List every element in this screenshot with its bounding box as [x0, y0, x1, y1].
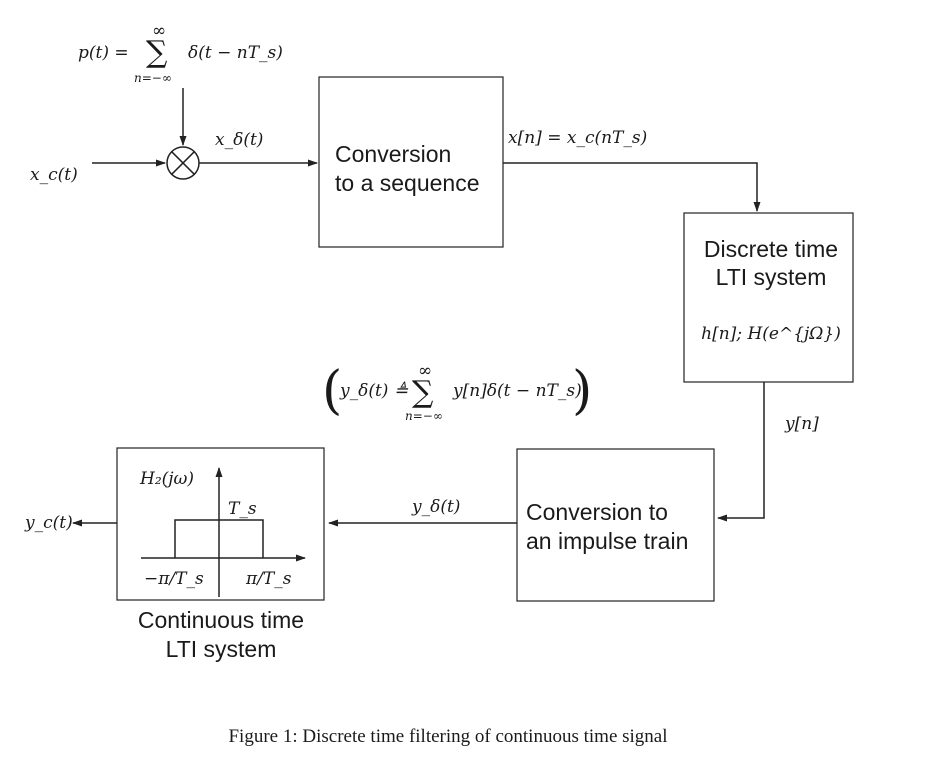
x-delta-label: x_δ(t)	[215, 130, 263, 150]
conversion-to-impulse-block	[516, 448, 715, 602]
conversion-to-sequence-block	[318, 76, 504, 248]
sum-upper-2: ∞	[418, 361, 432, 381]
sum-sign-2: ∑	[412, 375, 434, 410]
continuous-lti-line1: Continuous time	[138, 607, 304, 633]
height-label: T_s	[228, 499, 257, 519]
y-n-arrow	[717, 382, 765, 522]
discrete-lti-line1: Discrete time	[704, 236, 838, 262]
discrete-lti-response: h[n]; H(e^{jΩ})	[701, 324, 841, 344]
sum-upper: ∞	[152, 21, 166, 41]
y-delta-definition: ( y_δ(t) ≜ ∑ ∞ n=−∞ y[n]δ(t − nT_s) )	[322, 361, 592, 423]
continuous-lti-line2: LTI system	[166, 636, 277, 662]
output-signal-label: y_c(t)	[24, 513, 73, 533]
y-n-label: y[n]	[784, 414, 819, 434]
x-n-label: x[n] = x_c(nT_s)	[508, 128, 647, 148]
p-t-term: δ(t − nT_s)	[188, 43, 283, 63]
y-delta-def-lhs-text: y_δ(t) ≜	[339, 381, 409, 401]
pos-cutoff-label: π/T_s	[245, 569, 292, 589]
conversion-impulse-line2: an impulse train	[526, 528, 688, 554]
lowpass-response	[174, 519, 264, 558]
y-delta-label: y_δ(t)	[411, 497, 460, 517]
sum-lower: n=−∞	[134, 71, 172, 85]
frequency-response-plot: H₂(jω) T_s −π/T_s π/T_s	[139, 467, 306, 597]
conversion-impulse-line1: Conversion to	[526, 499, 668, 525]
neg-cutoff-label: −π/T_s	[144, 569, 204, 589]
discrete-lti-block	[683, 212, 854, 383]
x-n-arrow	[503, 162, 761, 212]
left-paren: (	[322, 361, 342, 421]
conversion-sequence-line1: Conversion	[335, 141, 451, 167]
sum-lower-2: n=−∞	[405, 409, 443, 423]
right-paren: )	[572, 361, 592, 421]
y-delta-def-term: y[n]δ(t − nT_s)	[452, 381, 582, 401]
discrete-lti-line2: LTI system	[716, 264, 827, 290]
multiplier-icon	[166, 146, 200, 180]
figure-caption: Figure 1: Discrete time filtering of con…	[228, 726, 667, 747]
sum-sign: ∑	[146, 35, 168, 70]
plot-label: H₂(jω)	[139, 469, 194, 489]
input-signal-label: x_c(t)	[30, 165, 78, 185]
impulse-train-expression: p(t) = ∑ ∞ n=−∞ δ(t − nT_s)	[78, 21, 283, 85]
conversion-sequence-line2: to a sequence	[335, 170, 480, 196]
p-t-lhs: p(t) =	[78, 43, 129, 63]
